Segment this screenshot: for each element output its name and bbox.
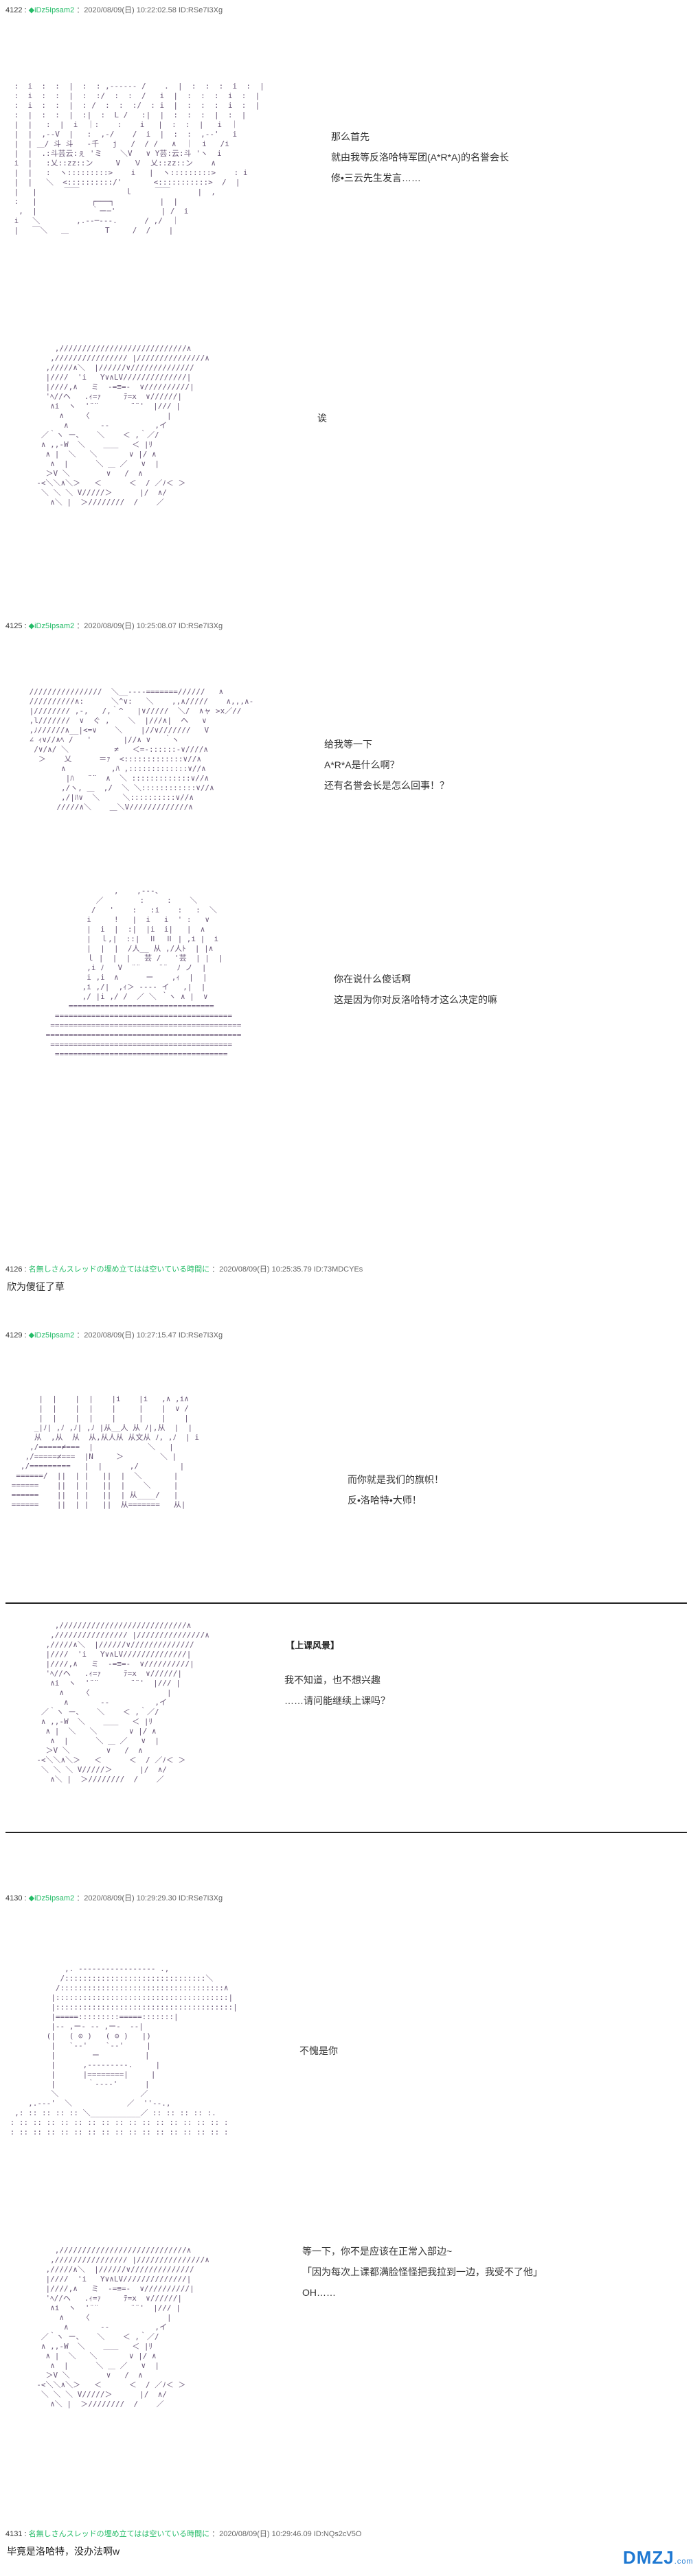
post-header: 4130 : ◆iDz5Ipsam2 ：2020/08/09(日) 10:29:… xyxy=(5,1892,223,1903)
post-meta: ：2020/08/09(日) 10:25:08.07 ID:RSe7I3Xg xyxy=(76,622,223,630)
ascii-art-character: ,////////////////////////////∧ ,////////… xyxy=(36,1621,209,1784)
dialog-line: 诶 xyxy=(317,413,327,424)
ascii-art-character: ,. ----------------- ., /:::::::::::::::… xyxy=(10,1964,238,2137)
poster-name[interactable]: ◆iDz5Ipsam2 xyxy=(28,6,75,14)
ascii-art-character: //////////////// ＼__--‐‐=======////// ∧ … xyxy=(29,687,254,812)
post-body: 毕竟是洛哈特，没办法啊w xyxy=(7,2546,120,2557)
dialog-line: 修•三云先生发言…… xyxy=(331,172,421,183)
dialog-line: 还有名誉会长是怎么回事！？ xyxy=(324,780,449,791)
dialog-block: 诶 xyxy=(317,408,327,428)
poster-name[interactable]: 名無しさんスレッドの埋め立てはは空いている時間に xyxy=(28,1265,210,1274)
ascii-art-character: , ,-‐-、 ／ : : ＼ / ' : :i : : ＼ i ! | i i… xyxy=(45,886,242,1059)
post-number: 4122 : xyxy=(5,6,27,14)
scene-divider-bottom xyxy=(5,1832,687,1833)
site-watermark-logo: DMZJ.com xyxy=(623,2546,693,2569)
scene-title: 【上课风景】 xyxy=(286,1640,340,1651)
scene-divider-top xyxy=(5,1602,687,1604)
dialog-line: 「因为每次上课都满脸怪怪把我拉到一边，我受不了他」 xyxy=(302,2266,543,2277)
dialog-line: 你在说什么傻话啊 xyxy=(334,974,411,985)
post-meta: ：2020/08/09(日) 10:29:29.30 ID:RSe7I3Xg xyxy=(76,1894,223,1902)
ascii-art-character: : i : : | : : ,-----‐ / . | : : : i : | … xyxy=(14,82,264,235)
post-number: 4125 : xyxy=(5,622,27,630)
dialog-line: OH…… xyxy=(302,2287,336,2298)
watermark-logo-text: DMZJ xyxy=(623,2547,674,2568)
post-number: 4130 : xyxy=(5,1894,27,1902)
post-header: 4125 : ◆iDz5Ipsam2 ：2020/08/09(日) 10:25:… xyxy=(5,620,223,631)
poster-name[interactable]: 名無しさんスレッドの埋め立てはは空いている時間に xyxy=(28,2530,210,2538)
dialog-block: 那么首先 就由我等反洛哈特军团(A*R*A)的名誉会长 修•三云先生发言…… xyxy=(331,126,509,188)
post-meta: ：2020/08/09(日) 10:27:15.47 ID:RSe7I3Xg xyxy=(76,1331,223,1339)
post-header: 4122 : ◆iDz5Ipsam2 ：2020/08/09(日) 10:22:… xyxy=(5,4,223,15)
post-body: 欣为傻征了草 xyxy=(7,1281,65,1292)
dialog-block: 而你就是我们的旗帜！ 反•洛哈特•大师！ xyxy=(348,1469,444,1510)
post-number: 4131 : xyxy=(5,2530,27,2538)
post-meta: ：2020/08/09(日) 10:22:02.58 ID:RSe7I3Xg xyxy=(76,6,223,14)
post-number: 4126 : xyxy=(5,1265,27,1274)
dialog-line: ……请问能继续上课吗？ xyxy=(284,1695,390,1706)
post-meta: ：2020/08/09(日) 10:29:46.09 ID:NQs2cV5O xyxy=(212,2530,362,2538)
post-header: 4129 : ◆iDz5Ipsam2 ：2020/08/09(日) 10:27:… xyxy=(5,1329,223,1340)
ascii-art-character: | | | | |i |i ,∧ ,i∧ | | | | | | | ∨ / |… xyxy=(11,1394,199,1509)
post-meta: ：2020/08/09(日) 10:25:35.79 ID:73MDCYEs xyxy=(212,1265,363,1274)
dialog-line: A*R*A是什么啊？ xyxy=(324,759,400,770)
ascii-art-character: ,////////////////////////////∧ ,////////… xyxy=(36,344,209,507)
poster-name[interactable]: ◆iDz5Ipsam2 xyxy=(28,1894,75,1902)
dialog-line: 给我等一下 xyxy=(324,739,372,750)
post-header: 4126 : 名無しさんスレッドの埋め立てはは空いている時間に ：2020/08… xyxy=(5,1263,363,1274)
dialog-line: 就由我等反洛哈特军团(A*R*A)的名誉会长 xyxy=(331,152,510,163)
dialog-line: 而你就是我们的旗帜！ xyxy=(348,1474,444,1485)
dialog-block: 等一下，你不是应该在正常入部边~ 「因为每次上课都满脸怪怪把我拉到一边，我受不了… xyxy=(302,2241,543,2303)
dialog-block: 给我等一下 A*R*A是什么啊？ 还有名誉会长是怎么回事！？ xyxy=(324,734,449,796)
dialog-line: 不愧是你 xyxy=(299,2045,338,2056)
dialog-block: 你在说什么傻话啊 这是因为你对反洛哈特才这么决定的嘛 xyxy=(334,969,497,1010)
poster-name[interactable]: ◆iDz5Ipsam2 xyxy=(28,1331,75,1339)
dialog-block: 我不知道，也不想兴趣 ……请问能继续上课吗？ xyxy=(284,1670,390,1711)
post-number: 4129 : xyxy=(5,1331,27,1339)
dialog-line: 我不知道，也不想兴趣 xyxy=(284,1675,380,1686)
poster-name[interactable]: ◆iDz5Ipsam2 xyxy=(28,622,75,630)
post-header: 4131 : 名無しさんスレッドの埋め立てはは空いている時間に ：2020/08… xyxy=(5,2528,361,2539)
dialog-line: 这是因为你对反洛哈特才这么决定的嘛 xyxy=(334,994,497,1005)
dialog-block: 不愧是你 xyxy=(299,2040,338,2061)
dialog-line: 反•洛哈特•大师！ xyxy=(348,1495,422,1506)
dialog-line: 等一下，你不是应该在正常入部边~ xyxy=(302,2246,453,2257)
dialog-line: 那么首先 xyxy=(331,131,370,142)
ascii-art-character: ,////////////////////////////∧ ,////////… xyxy=(36,2246,209,2408)
watermark-logo-suffix: .com xyxy=(674,2557,693,2566)
